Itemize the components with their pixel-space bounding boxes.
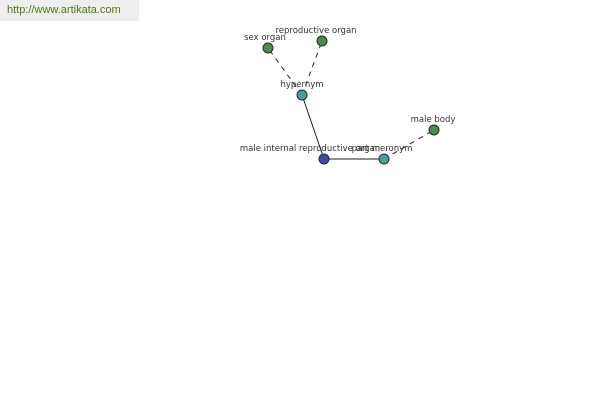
node-sex-organ[interactable] xyxy=(262,42,274,54)
node-male-internal-reproductive-organ[interactable] xyxy=(318,153,330,165)
node-male-body[interactable] xyxy=(428,124,440,136)
label-reproductive-organ: reproductive organ xyxy=(275,26,356,36)
label-part-meronym: part meronym xyxy=(352,144,413,154)
label-male-body: male body xyxy=(411,115,456,125)
label-sex-organ: sex organ xyxy=(244,33,286,43)
label-hypernym: hypernym xyxy=(280,80,323,90)
node-reproductive-organ[interactable] xyxy=(316,35,328,47)
node-part-meronym[interactable] xyxy=(378,153,390,165)
node-hypernym[interactable] xyxy=(296,89,308,101)
site-url-link[interactable]: http://www.artikata.com xyxy=(0,0,139,21)
edge-center-hypernym xyxy=(301,94,325,160)
label-male-internal-reproductive-organ: male internal reproductive organ xyxy=(240,144,380,154)
